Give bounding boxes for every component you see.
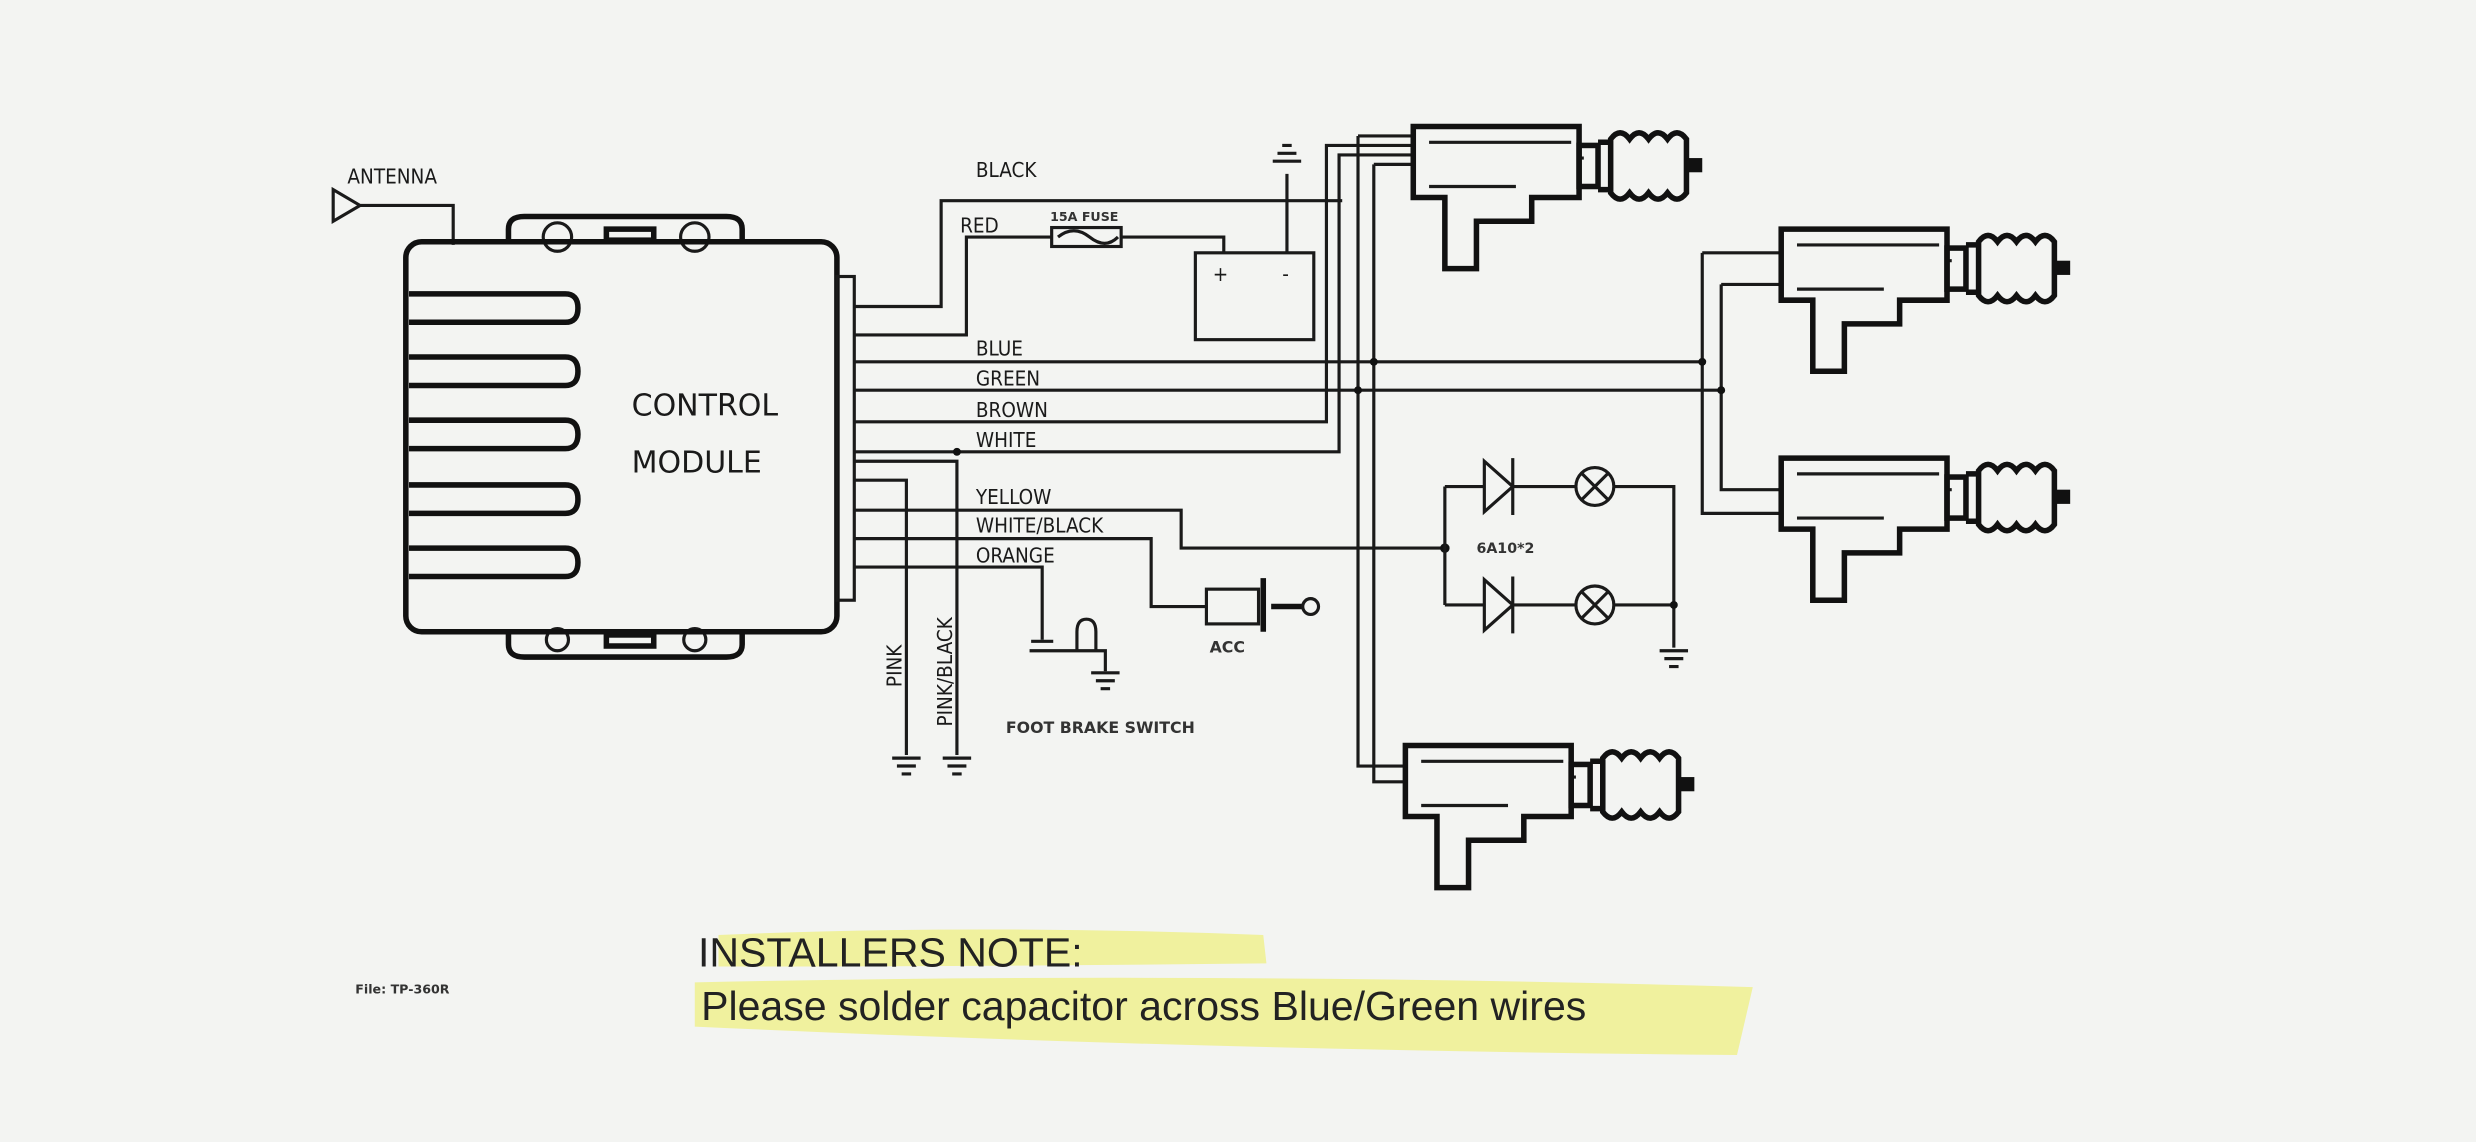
door-lock-actuator-1 [1413,126,1702,268]
door-lock-actuator-2 [1781,229,2070,371]
wire-brown [854,143,1414,424]
installers-note-heading: INSTALLERS NOTE: [698,930,1083,976]
label-pink-black: PINK/BLACK [933,616,957,726]
label-red: RED [960,213,999,237]
label-yellow: YELLOW [975,485,1052,509]
label-brown: BROWN [976,398,1048,422]
door-lock-actuator-4 [1405,745,1694,887]
module-title-line2: MODULE [632,445,762,480]
highlight [694,929,1753,1055]
fuse-icon [1050,225,1123,249]
control-module [403,213,856,660]
label-green: GREEN [976,366,1040,390]
label-white: WHITE [976,428,1037,452]
file-label: File: TP-360R [355,981,450,996]
battery-minus: - [1282,262,1289,286]
antenna-icon [331,186,455,245]
label-fuse: 15A FUSE [1050,209,1118,224]
label-black: BLACK [976,158,1038,182]
wire-yellow [854,508,1445,550]
wire-pink-black [854,459,959,755]
label-pink: PINK [883,644,907,687]
label-blue: BLUE [976,336,1023,360]
wire-white-black [854,537,1207,609]
wire-orange [854,565,1044,640]
installers-note-body: Please solder capacitor across Blue/Gree… [701,983,1586,1029]
label-lamp-spec: 6A10*2 [1476,541,1534,557]
battery-plus: + [1213,262,1228,286]
label-foot-brake: FOOT BRAKE SWITCH [1006,718,1195,737]
ground-icon [1271,143,1303,163]
battery-icon [1193,251,1316,342]
wire-pink [854,478,908,755]
foot-brake-switch-icon [1029,617,1122,691]
antenna-label: ANTENNA [347,164,437,188]
wire-white [854,153,1414,454]
door-lock-actuator-3 [1781,458,2070,600]
label-orange: ORANGE [976,543,1055,567]
turn-signal-lamps [1440,457,1690,669]
acc-ignition-icon [1204,578,1321,632]
label-acc: ACC [1210,637,1245,656]
label-white-black: WHITE/BLACK [976,513,1104,537]
wire-black [854,173,1289,309]
wire-red [854,235,1226,337]
module-title-line1: CONTROL [632,388,779,423]
